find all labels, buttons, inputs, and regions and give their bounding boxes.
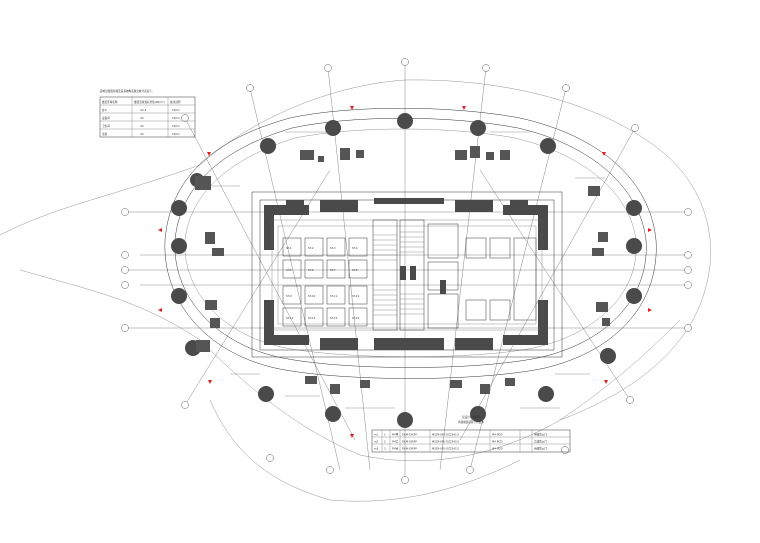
legend-header: 楼层区域名称 [102,100,118,104]
schedule-cell: M4 M2D [492,433,503,437]
equipment-clusters [195,146,610,394]
schedule-cell: 3 [384,447,386,451]
room-label: ST-1 [286,246,292,250]
legend-cell: ≤2.5 [140,108,147,112]
legend-cell: 100m [172,132,180,136]
legend-cell: 100m [172,124,180,128]
schedule-cell: FM丙 [392,447,399,451]
center-note: 荷载取值应按下列要求 [458,420,484,424]
door-schedule-table: m1 1 FM甲 DKM-CM/FP M5Z4-0FU-DZ2342.5 M4 … [371,429,571,453]
schedule-cell: DKM-CM/FP [402,433,417,437]
legend-cell: ≤5 [140,116,144,120]
legend-cell: ≤5 [140,132,144,136]
room-label: ST-8 [352,268,358,272]
schedule-cell: 2 [384,440,386,444]
site-boundary-curves [0,79,711,502]
schedule-cell: M5Z4-0FU-DZ2342.5 [432,447,459,451]
legend-cell: 办公 [102,108,108,112]
schedule-cell: M5Z4-0FU-DZ2342.5 [432,440,459,444]
perimeter-columns [171,113,642,428]
schedule-cell: m3 [374,447,379,451]
load-legend-table: 避难层楼面荷载及其基础构造做法统计表如下： 楼层区域名称 楼面活荷载标准值(kN… [99,89,196,138]
annotation-lines [210,131,605,409]
schedule-cell: M5Z4-0FU-DZ2342.5 [432,433,459,437]
room-label: ST-5 [286,268,292,272]
room-label: ST-14 [308,316,316,320]
legend-cell: ≤5 [140,124,144,128]
room-label: ST-15 [330,316,338,320]
room-label: ST-6 [308,268,314,272]
schedule-cell: 1 [384,433,386,437]
section-markers [158,106,652,438]
schedule-cell: 丙级防火门 [534,447,547,451]
schedule-cell: FM乙 [392,440,399,444]
building-outline [164,108,657,379]
room-label: ST-9 [286,294,292,298]
legend-table-title: 避难层楼面荷载及其基础构造做法统计表如下： [100,89,154,93]
schedule-cell: M4 M2D [492,447,503,451]
legend-header: 备注说明 [170,100,181,104]
room-label: ST-13 [286,316,294,320]
core-structure [251,191,563,358]
schedule-cell: DKM-CM/FP [402,440,417,444]
legend-cell: 设备间 [102,116,110,120]
legend-cell: 100m [172,108,180,112]
schedule-cell: 乙级防火门 [534,440,547,444]
center-notes: 层设计荷载说明 荷载取值应按下列要求 [458,415,484,424]
legend-cell: 100m [172,116,180,120]
legend-header: 楼面活荷载标准值(kN/m²) [134,100,165,104]
schedule-cell: DKM-CM/FP [402,447,417,451]
schedule-cell: FM甲 [392,433,399,437]
core-rooms [282,219,537,331]
schedule-cell: m1 [374,433,379,437]
room-label: ST-10 [308,294,316,298]
room-label: ST-2 [308,246,314,250]
room-label: ST-11 [330,294,338,298]
room-label: ST-7 [330,268,336,272]
room-label-layer: ST-1 ST-2 ST-3 ST-4 ST-5 ST-6 ST-7 ST-8 … [286,246,360,320]
schedule-cell: m2 [374,440,379,444]
schedule-cell: 甲级防火门 [534,433,547,437]
room-label: ST-16 [352,316,360,320]
center-note: 层设计荷载说明 [462,415,481,419]
room-label: ST-12 [352,294,360,298]
legend-cell: 卫生间 [102,124,110,128]
schedule-cell: M4 M2D [492,440,503,444]
legend-cell: 走廊 [102,132,108,136]
grid-bubbles [121,58,692,484]
room-label: ST-3 [330,246,336,250]
room-label: ST-4 [352,246,358,250]
